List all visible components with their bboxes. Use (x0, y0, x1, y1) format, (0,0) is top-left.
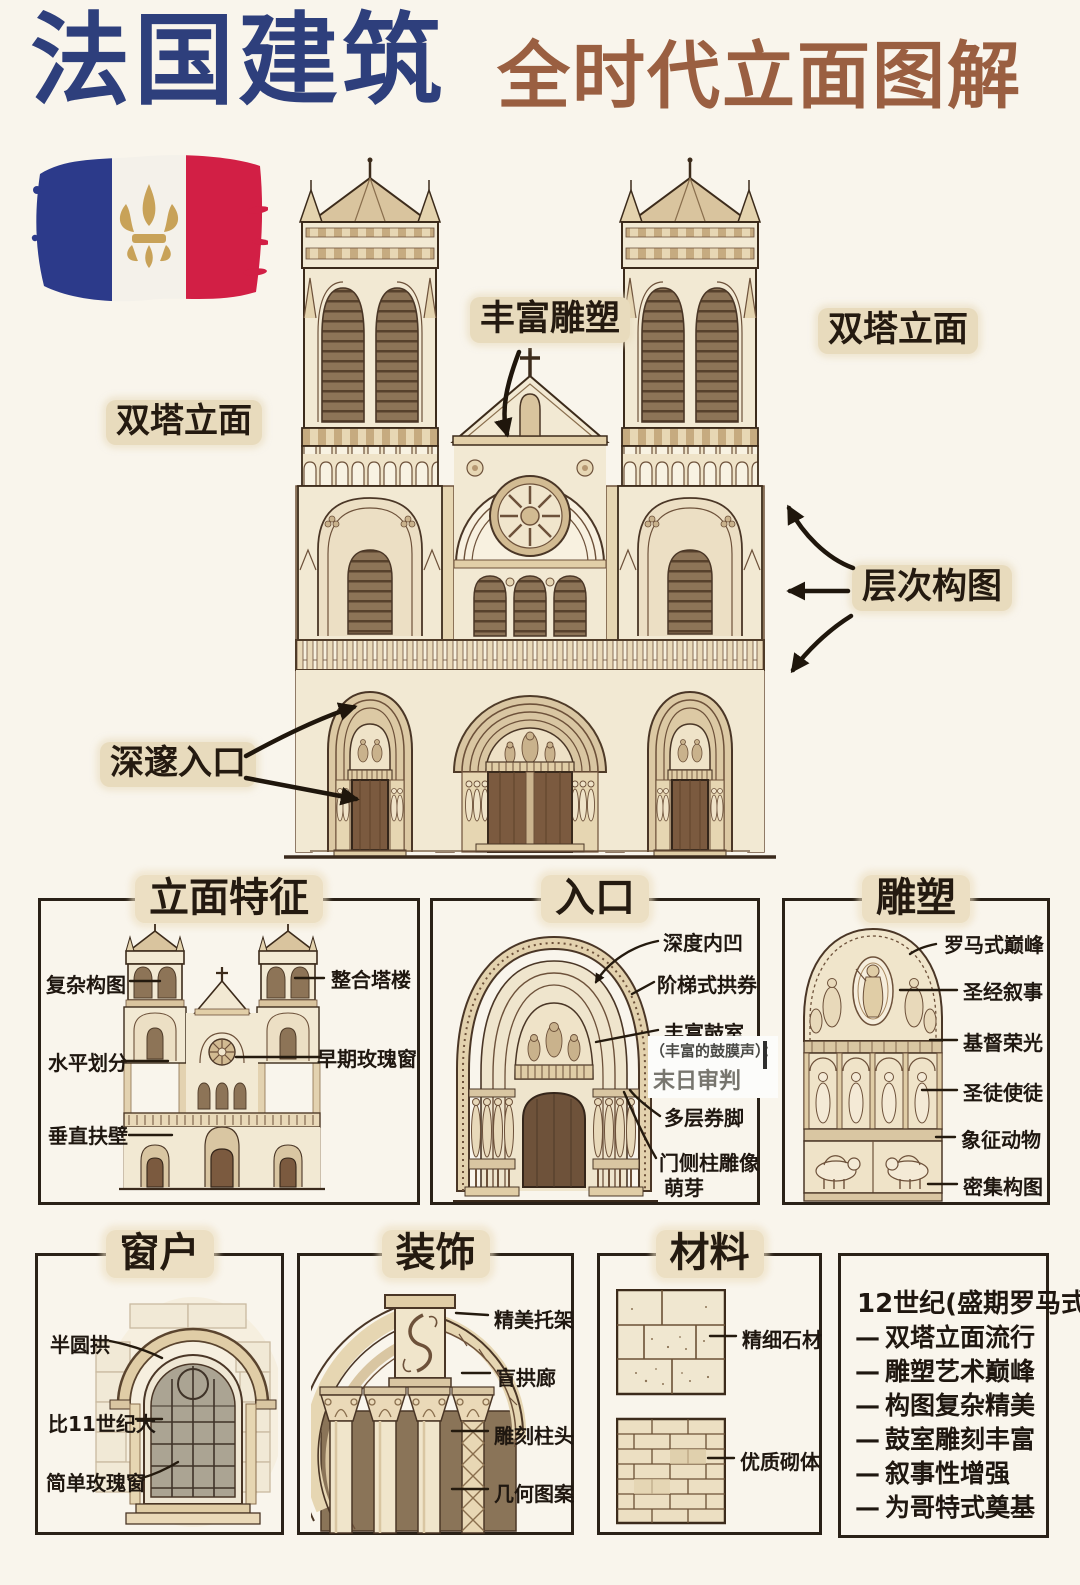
era-item-1: —双塔立面流行 (855, 1323, 1036, 1352)
cathedral-facade-illustration (284, 156, 776, 859)
label-jamb-statues-2: 萌芽 (664, 1176, 704, 1200)
label-twin-facade-right: 双塔立面 (818, 308, 979, 355)
label-saints-apostles: 圣徒使徒 (963, 1081, 1043, 1105)
panel-era-summary: 12世纪(盛期罗马式) —双塔立面流行 —雕塑艺术巅峰 —构图复杂精美 —鼓室雕… (838, 1253, 1080, 1538)
era-item-3: —构图复杂精美 (855, 1391, 1036, 1420)
label-twin-facade-left: 双塔立面 (106, 400, 262, 446)
panel-materials-title: 材料 (655, 1230, 764, 1278)
bullet-dash: — (855, 1323, 880, 1352)
label-larger-than-11th-century: 比11世纪大 (48, 1412, 156, 1436)
panel-entrance: 入口 (430, 875, 760, 1205)
panel-materials: 材料 精细石材 优质砌体 (597, 1230, 822, 1535)
panel-windows: 窗户 半圆拱 (35, 1230, 284, 1535)
panel-sculpture: 雕塑 (782, 875, 1050, 1205)
era-item-6: —为哥特式奠基 (855, 1493, 1036, 1522)
panel-windows-title: 窗户 (105, 1230, 214, 1278)
era-item-5: —叙事性增强 (855, 1459, 1011, 1488)
panel-decoration-title: 装饰 (381, 1230, 490, 1278)
label-horizontal-division: 水平划分 (48, 1051, 128, 1075)
label-vertical-buttress: 垂直扶壁 (48, 1124, 128, 1148)
fleur-de-lis-icon (119, 184, 179, 268)
era-item-2: —雕塑艺术巅峰 (855, 1357, 1036, 1386)
bullet-dash: — (855, 1425, 880, 1454)
french-flag-icon (31, 155, 268, 302)
note-background-patch (648, 1036, 778, 1098)
label-multi-order-arch: 多层券脚 (664, 1106, 744, 1130)
label-rich-sculpture: 丰富雕塑 (470, 297, 631, 344)
label-round-arch: 半圆拱 (50, 1333, 110, 1357)
panel-facade-title: 立面特征 (135, 875, 323, 923)
label-deep-recess: 深度内凹 (663, 931, 743, 955)
panel-sculpture-title: 雕塑 (862, 875, 970, 923)
label-fine-brackets: 精美托架 (494, 1308, 574, 1332)
page-title: 法国建筑 (30, 1, 446, 119)
label-carved-capitals: 雕刻柱头 (494, 1424, 574, 1448)
label-romanesque-peak: 罗马式巅峰 (944, 933, 1044, 957)
tympanum-sculpture-illustration (803, 927, 943, 1202)
panel-facade-features: 立面特征 (38, 875, 420, 1205)
label-geometric-patterns: 几何图案 (494, 1482, 574, 1506)
bullet-dash: — (855, 1357, 880, 1386)
label-complex-composition: 复杂构图 (46, 973, 126, 997)
label-simple-rose-window: 简单玫瑰窗 (46, 1471, 146, 1495)
label-blind-arcade: 盲拱廊 (496, 1366, 556, 1390)
label-deep-entrance: 深邃入口 (100, 742, 256, 788)
panel-decoration: 装饰 (297, 1230, 574, 1535)
portal-illustration (453, 935, 658, 1202)
stone-samples-illustration (616, 1289, 726, 1525)
label-early-rose-window: 早期玫瑰窗 (317, 1047, 417, 1071)
label-quality-masonry: 优质砌体 (740, 1450, 820, 1474)
text-cursor-artifact (763, 1041, 767, 1069)
label-dense-composition: 密集构图 (963, 1175, 1043, 1199)
label-symbolic-animals: 象征动物 (961, 1128, 1041, 1152)
era-title: 12世纪(盛期罗马式) (857, 1289, 1080, 1319)
label-fine-stone: 精细石材 (742, 1328, 822, 1352)
panel-entrance-title: 入口 (541, 875, 649, 923)
bullet-dash: — (855, 1493, 880, 1522)
label-biblical-narrative: 圣经叙事 (963, 980, 1043, 1004)
era-item-4: —鼓室雕刻丰富 (855, 1425, 1036, 1454)
label-integrated-towers: 整合塔楼 (331, 968, 411, 992)
tympanum-note: （丰富的鼓膜声）： (650, 1042, 778, 1060)
capitals-illustration (311, 1294, 526, 1534)
page-subtitle: 全时代立面图解 (497, 33, 1022, 119)
bullet-dash: — (855, 1459, 880, 1488)
label-jamb-statues-1: 门侧柱雕像 (659, 1151, 759, 1175)
label-christ-in-glory: 基督荣光 (963, 1031, 1043, 1055)
bullet-dash: — (855, 1391, 880, 1420)
last-judgment-note: 末日审判 (653, 1069, 742, 1094)
label-stepped-archivolts: 阶梯式拱券 (657, 973, 757, 997)
mini-cathedral-illustration (119, 923, 325, 1191)
label-layered-composition: 层次构图 (852, 565, 1013, 612)
